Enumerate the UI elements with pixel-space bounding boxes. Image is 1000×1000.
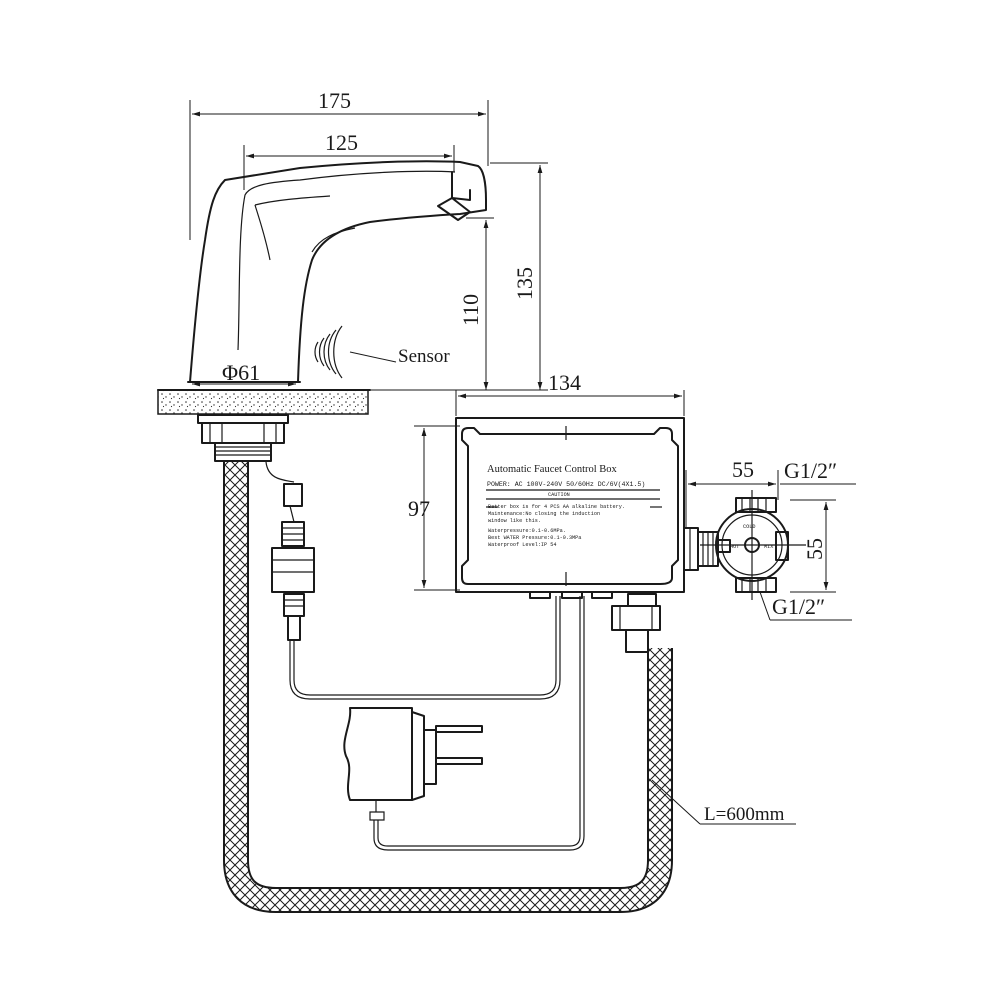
dimension-134-label: 134 (548, 370, 581, 395)
dimension-55-vertical (790, 499, 836, 593)
sensor-waves-icon (314, 325, 343, 379)
mixing-valve (697, 490, 806, 600)
thread-bottom-label: G1/2″ (772, 594, 825, 619)
valve-hot-label: HOT (730, 544, 739, 550)
dimension-134 (455, 390, 685, 416)
dimension-55v-label: 55 (802, 538, 827, 560)
sensor-cable (265, 461, 561, 700)
thread-top-label: G1/2″ (784, 458, 837, 483)
dimension-97 (414, 425, 460, 591)
valve-mix-label: MIX (764, 544, 774, 550)
control-box-note: Waterproof Level:IP 54 (488, 542, 557, 548)
sensor-label: Sensor (398, 346, 450, 367)
dimension-110 (466, 217, 494, 390)
hose-length-leader (651, 779, 796, 825)
sensor-leader-line (349, 351, 397, 363)
power-adapter (343, 596, 585, 851)
faucet-spout (187, 160, 487, 383)
thread-bottom-leader (759, 591, 852, 621)
dimension-97-label: 97 (408, 496, 430, 521)
control-box-title: Automatic Faucet Control Box (487, 464, 618, 475)
valve-cold-label: COLD (743, 524, 755, 530)
dimension-110-label: 110 (458, 294, 483, 326)
dimension-125 (243, 145, 455, 190)
dimension-55-horizontal (685, 470, 779, 528)
dimension-135-label: 135 (512, 267, 537, 300)
dimension-phi61-label: Φ61 (222, 360, 260, 385)
countertop (157, 389, 371, 415)
mounting-shank (197, 414, 289, 462)
hose-length-label: L=600mm (704, 804, 785, 825)
control-box-note: Maintenance:No closing the induction (488, 511, 600, 517)
hose-connector (611, 593, 661, 653)
control-box-note: Best WATER Pressure:0.1-0.3MPa (488, 535, 581, 541)
control-box-power: POWER: AC 100V-240V 50/60Hz DC/6V(4X1.5) (487, 481, 645, 488)
control-box-caution: CAUTION (548, 492, 570, 498)
control-box-note: window like this. (488, 518, 541, 524)
dimension-175-label: 175 (318, 88, 351, 113)
dimension-135 (490, 162, 548, 390)
control-box-note: Batter box is for 4 PCS AA alkaline batt… (488, 504, 625, 510)
control-box-note: Waterpressure:0.1-0.6MPa. (488, 528, 566, 534)
dimension-55h-label: 55 (732, 457, 754, 482)
dimension-175 (189, 100, 489, 240)
dimension-125-label: 125 (325, 130, 358, 155)
control-box (455, 417, 699, 599)
